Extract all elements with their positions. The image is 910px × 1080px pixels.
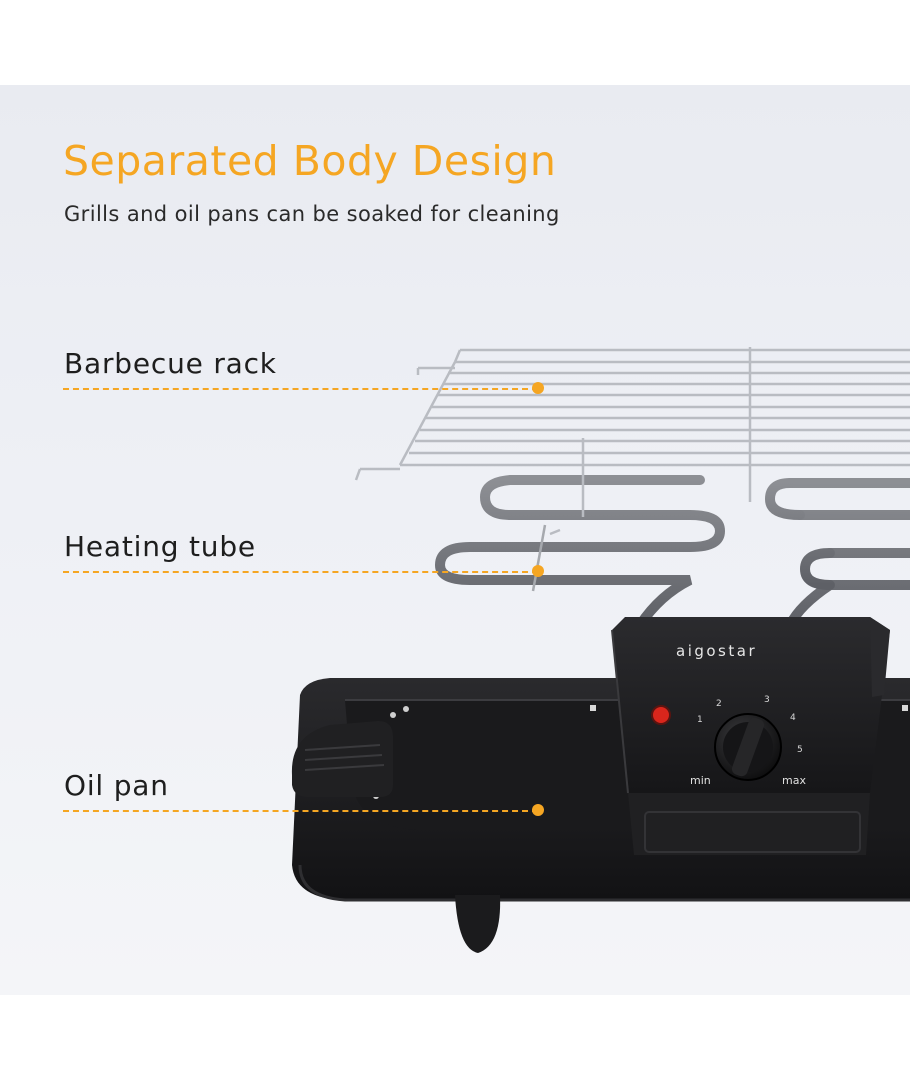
callout-line xyxy=(63,388,538,390)
dial-mark-5: 5 xyxy=(797,745,803,755)
callout-label: Barbecue rack xyxy=(64,347,277,380)
grill-illustration xyxy=(291,347,910,953)
feature-title: Separated Body Design xyxy=(63,137,557,185)
feature-subtitle: Grills and oil pans can be soaked for cl… xyxy=(64,202,560,226)
dial-mark-3: 3 xyxy=(764,695,770,705)
callout-label: Heating tube xyxy=(64,530,256,563)
dial-max-label: max xyxy=(782,774,806,787)
dial-mark-2: 2 xyxy=(716,699,722,709)
barbecue-rack xyxy=(354,347,910,592)
feature-panel: Separated Body Design Grills and oil pan… xyxy=(0,85,910,995)
callout-label: Oil pan xyxy=(64,769,169,802)
dial-mark-1: 1 xyxy=(697,715,703,725)
callout-dot xyxy=(532,382,544,394)
callout-dot xyxy=(532,804,544,816)
dial-min-label: min xyxy=(690,774,711,787)
callout-line xyxy=(63,810,538,812)
brand-logo: aigostar xyxy=(676,642,758,660)
callout-dot xyxy=(532,565,544,577)
control-box xyxy=(611,617,890,855)
dial-mark-4: 4 xyxy=(790,713,796,723)
callout-line xyxy=(63,571,538,573)
